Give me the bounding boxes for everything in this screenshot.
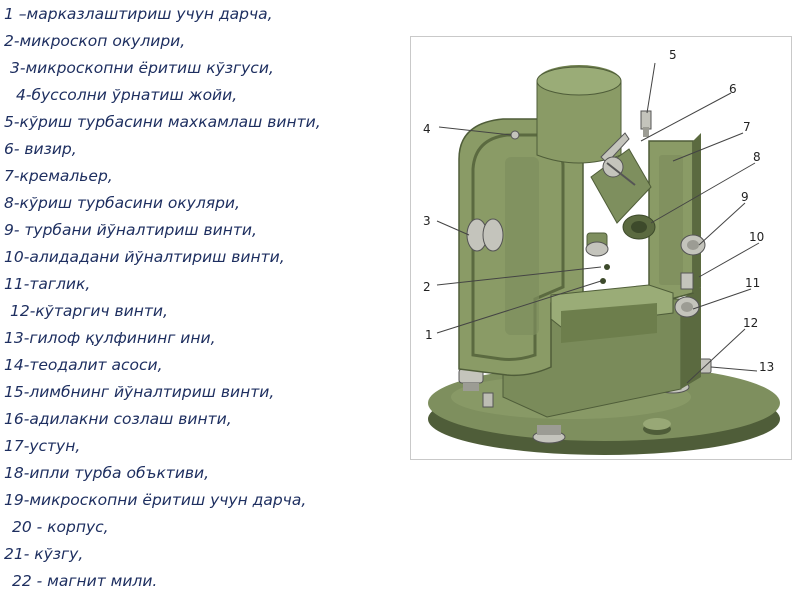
legend-item-20: 20 - корпус, bbox=[12, 518, 109, 536]
microscope-eyepiece bbox=[585, 232, 609, 257]
telescope-tangent-screw bbox=[680, 234, 706, 256]
alidade-tangent-screw bbox=[674, 296, 700, 318]
figure-label-5: 5 bbox=[669, 48, 677, 62]
figure-label-3: 3 bbox=[423, 214, 431, 228]
theodolite-drawing: 1 2 3 4 5 6 7 8 9 10 11 12 13 bbox=[423, 48, 780, 455]
figure-label-1: 1 bbox=[425, 328, 433, 342]
legend-item-5: 5-кўриш турбасини махкамлаш винти, bbox=[4, 113, 321, 131]
legend-item-17: 17-устун, bbox=[4, 437, 81, 455]
figure-label-12: 12 bbox=[743, 316, 758, 330]
centering-window bbox=[600, 278, 606, 284]
compass-mount bbox=[510, 130, 520, 140]
left-standard bbox=[458, 118, 584, 377]
legend-item-11: 11-таглик, bbox=[4, 275, 91, 293]
figure-label-4: 4 bbox=[423, 122, 431, 136]
legend-item-7: 7-кремальер, bbox=[4, 167, 113, 185]
microscope-window bbox=[604, 264, 610, 270]
illumination-mirror bbox=[466, 218, 504, 252]
figure-label-7: 7 bbox=[743, 120, 751, 134]
legend-item-6: 6- визир, bbox=[4, 140, 77, 158]
figure-label-10: 10 bbox=[749, 230, 764, 244]
figure-label-11: 11 bbox=[745, 276, 760, 290]
front-plate bbox=[561, 303, 657, 343]
legend-item-22: 22 - магнит мили. bbox=[12, 572, 158, 590]
legend-item-19: 19-микроскопни ёритиш учун дарча, bbox=[4, 491, 307, 509]
alidade-window bbox=[680, 272, 694, 290]
right-standard bbox=[648, 133, 701, 306]
legend-item-13: 13-гилоф қулфининг ини, bbox=[4, 329, 216, 347]
legend-item-2: 2-микроскоп окулири, bbox=[4, 32, 186, 50]
theodolite-figure: 1 2 3 4 5 6 7 8 9 10 11 12 13 bbox=[410, 36, 792, 460]
leader-lines bbox=[436, 62, 760, 384]
small-screw-left bbox=[482, 392, 494, 408]
legend-item-1: 1 –марказлаштириш учун дарча, bbox=[4, 5, 273, 23]
legend-item-18: 18-ипли турба объктиви, bbox=[4, 464, 210, 482]
legend-item-10: 10-алидадани йўналтириш винти, bbox=[4, 248, 285, 266]
visor bbox=[600, 132, 636, 186]
legend-item-4: 4-буссолни ўрнатиш жойи, bbox=[16, 86, 238, 104]
legend-item-14: 14-теодалит асоси, bbox=[4, 356, 163, 374]
plate-knob-top bbox=[643, 418, 671, 430]
figure-label-13: 13 bbox=[759, 360, 774, 374]
legend-item-12: 12-кўтаргич винти, bbox=[10, 302, 168, 320]
figure-label-9: 9 bbox=[741, 190, 749, 204]
legend-item-8: 8-кўриш турбасини окуляри, bbox=[4, 194, 240, 212]
legend-item-21: 21- кўзгу, bbox=[4, 545, 84, 563]
legend-item-3: 3-микроскопни ёритиш кўзгуси, bbox=[10, 59, 274, 77]
figure-label-6: 6 bbox=[729, 82, 737, 96]
figure-label-2: 2 bbox=[423, 280, 431, 294]
figure-label-8: 8 bbox=[753, 150, 761, 164]
legend-item-9: 9- турбани йўналтириш винти, bbox=[4, 221, 257, 239]
legend-item-16: 16-адилакни созлаш винти, bbox=[4, 410, 232, 428]
leveling-screw-front bbox=[532, 425, 566, 444]
telescope-clamp-screw bbox=[640, 110, 652, 137]
legend-item-15: 15-лимбнинг йўналтириш винти, bbox=[4, 383, 275, 401]
